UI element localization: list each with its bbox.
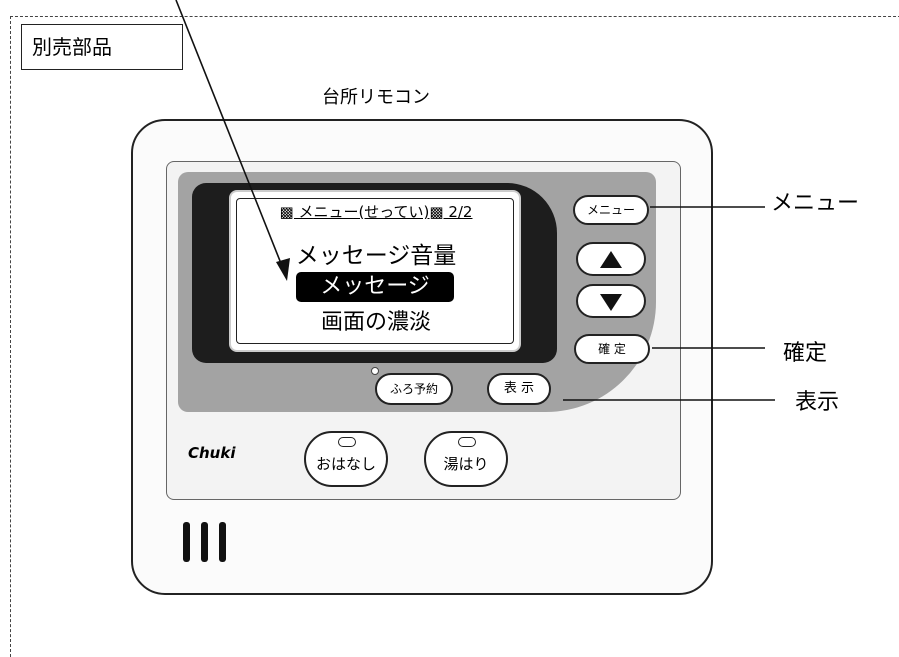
speaker-slot [183,522,190,562]
furo-yoyaku-button[interactable]: ふろ予約 [375,373,453,405]
confirm-button[interactable]: 確 定 [574,334,650,364]
callout-menu-label: メニュー [771,191,860,216]
yuhari-label: 湯はり [443,455,489,473]
down-triangle-icon [600,294,622,311]
up-triangle-icon [600,251,622,268]
lcd-menu-item-contrast: 画面の濃淡 [320,310,431,335]
yuhari-led [458,437,476,447]
speaker-slot [201,522,208,562]
display-button[interactable]: 表 示 [487,373,551,405]
sold-separately-label: 別売部品 [21,24,183,70]
ohanashi-label: おはなし [315,455,376,473]
furo-indicator-led [371,367,379,375]
ohanashi-led [338,437,356,447]
lcd-header: ▩ メニュー(せってい)▩ 2/2 [279,203,473,221]
menu-button[interactable]: メニュー [573,195,649,225]
brand-logo: Chuki [188,444,236,462]
pointer-arrow-icon [276,258,290,281]
callout-display-label: 表示 [795,390,840,415]
lcd-menu-item-volume: メッセージ音量 [295,243,457,269]
speaker-slot [219,522,226,562]
lcd-menu-item-selected: メッセージ [296,272,454,302]
pointer-arrow-line [175,0,283,267]
up-button[interactable] [576,242,646,276]
callout-confirm-label: 確定 [783,341,828,366]
lcd-screen [229,190,521,352]
callout-lines [175,0,775,401]
down-button[interactable] [576,284,646,318]
dashed-boundary [10,16,899,657]
lcd-inner-border [236,198,514,344]
remote-title: 台所リモコン [322,87,430,108]
